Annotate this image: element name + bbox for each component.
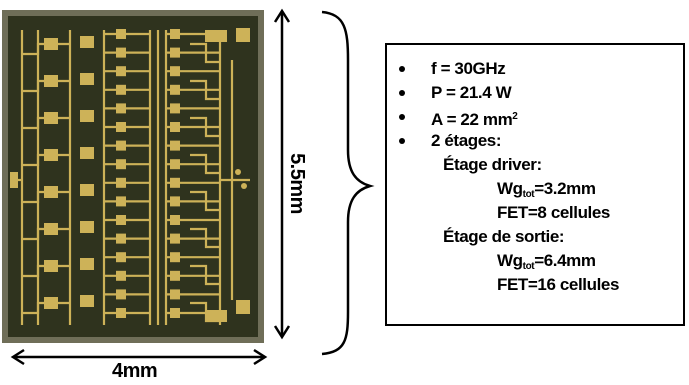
stage-driver-title-text: Étage driver: — [443, 155, 542, 174]
matching-cap — [44, 186, 58, 198]
fet-cell — [116, 196, 126, 207]
matching-cap — [44, 38, 58, 50]
driver-cell — [80, 36, 94, 48]
frequency-text: f = 30GHz — [431, 59, 506, 78]
driver-cell — [80, 110, 94, 122]
area-text: A = 22 mm — [431, 110, 513, 129]
fet-cell — [116, 122, 126, 132]
spec-power: P = 21.4 W — [431, 83, 512, 103]
stage-output-title-text: Étage de sortie: — [443, 227, 565, 246]
fet-cell — [116, 103, 126, 114]
width-dimension-arrow — [10, 348, 268, 366]
bias-pad — [236, 300, 250, 314]
wg-label: Wg — [497, 251, 523, 270]
wg-subscript: tot — [522, 261, 535, 272]
driver-cell — [80, 221, 94, 233]
driver-cell — [80, 73, 94, 85]
combiner-branch — [190, 42, 220, 64]
input-pad — [10, 172, 18, 188]
power-text: P = 21.4 W — [431, 83, 512, 102]
fet-cell — [116, 308, 126, 318]
stage-driver-title: Étage driver: — [443, 155, 542, 175]
bullet-icon — [399, 66, 405, 72]
fet-cell — [116, 84, 126, 95]
combiner-branch — [190, 116, 220, 138]
fet-cell — [116, 66, 126, 77]
spec-stages: 2 étages: — [431, 131, 502, 151]
bullet-icon — [399, 138, 405, 144]
stage-output-fet: FET=16 cellules — [497, 275, 619, 295]
matching-cap — [44, 223, 58, 235]
matching-cap — [44, 75, 58, 87]
matching-cap — [44, 112, 58, 124]
fet-cell — [116, 140, 126, 151]
driver-cell — [80, 258, 94, 270]
wg-value: =3.2mm — [534, 179, 596, 198]
combiner-branch — [190, 264, 220, 286]
matching-cap — [44, 260, 58, 272]
fet-text: FET=16 cellules — [497, 275, 620, 294]
spec-area: A = 22 mm2 — [431, 107, 518, 130]
fet-cell — [116, 289, 126, 300]
specification-box: f = 30GHz P = 21.4 W A = 22 mm2 2 étages… — [385, 43, 685, 326]
spec-frequency: f = 30GHz — [431, 59, 506, 79]
wg-subscript: tot — [522, 189, 535, 200]
driver-cell — [80, 184, 94, 196]
fet-text: FET=8 cellules — [497, 203, 610, 222]
fet-cell — [116, 270, 126, 281]
stage-output-wg: Wgtot=6.4mm — [497, 251, 596, 277]
fet-cell — [116, 252, 126, 263]
matching-cap — [44, 149, 58, 161]
bias-pad — [205, 310, 227, 322]
height-dimension-arrow — [273, 8, 291, 340]
combiner-branch — [190, 79, 220, 101]
via — [235, 169, 241, 175]
fet-cell — [116, 215, 126, 225]
height-label: 5.5mm — [285, 153, 308, 214]
stage-driver-wg: Wgtot=3.2mm — [497, 179, 596, 205]
bullet-icon — [399, 114, 405, 120]
fet-cell — [116, 177, 126, 188]
combiner-branch — [190, 153, 220, 175]
wg-label: Wg — [497, 179, 523, 198]
stage-output-title: Étage de sortie: — [443, 227, 565, 247]
curly-brace — [321, 10, 375, 356]
chip-layout — [2, 10, 264, 343]
driver-cell — [80, 147, 94, 159]
stages-text: 2 étages: — [431, 131, 502, 150]
bias-pad — [236, 28, 250, 42]
matching-cap — [44, 297, 58, 309]
stage-driver-fet: FET=8 cellules — [497, 203, 610, 223]
combiner-branch — [190, 227, 220, 249]
via — [241, 183, 247, 189]
fet-cell — [116, 233, 126, 244]
combiner-branch — [190, 190, 220, 212]
fet-cell — [116, 29, 126, 39]
fet-cell — [116, 159, 126, 170]
fet-cell — [116, 47, 126, 58]
width-label: 4mm — [112, 360, 158, 382]
bias-pad — [205, 30, 227, 42]
driver-cell — [80, 295, 94, 307]
bullet-icon — [399, 90, 405, 96]
area-exponent: 2 — [512, 111, 518, 122]
wg-value: =6.4mm — [534, 251, 596, 270]
